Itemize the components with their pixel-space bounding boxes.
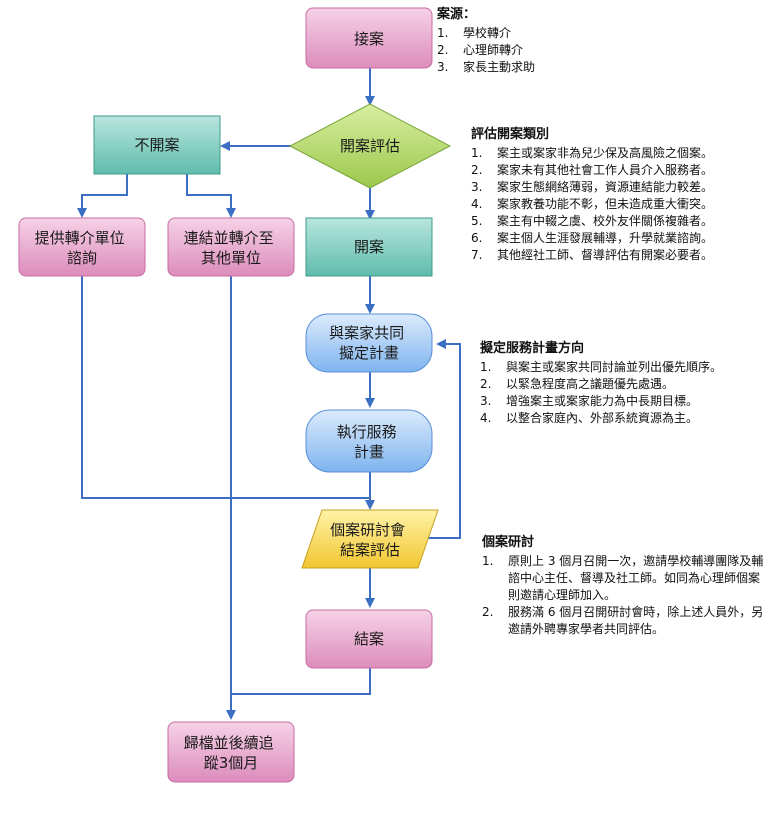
svg-text:提供轉介單位 諮詢: 提供轉介單位 諮詢 (35, 229, 130, 267)
list-item: 1.學校轉介 (437, 26, 512, 40)
list-item: 1.案主或案家非為兒少保及高風險之個案。 (471, 146, 714, 160)
node-review-label-2: 結案評估 (340, 541, 400, 559)
svg-text:接案: 接案 (354, 30, 384, 48)
svg-text:個案研討會 結案評估: 個案研討會 結案評估 (330, 521, 410, 559)
svg-text:開案: 開案 (354, 238, 384, 256)
node-intake-label: 接案 (354, 30, 384, 48)
list-item: 3.家長主動求助 (437, 60, 536, 74)
node-no-case: 不開案 (93, 115, 221, 175)
node-open-case: 開案 (305, 217, 433, 277)
node-archive: 歸檔並後續追 蹤3個月 (167, 721, 295, 783)
note-service-plan: 擬定服務計畫方向 1.與案主或案家共同討論並列出優先順序。 2.以緊急程度高之議… (480, 340, 772, 427)
node-assessment: 開案評估 (288, 103, 452, 189)
node-assessment-label: 開案評估 (340, 137, 400, 155)
list-item: 3.增強案主或案家能力為中長期目標。 (480, 394, 699, 408)
node-archive-label-2: 蹤3個月 (204, 754, 259, 772)
svg-text:歸檔並後續追 蹤3個月: 歸檔並後續追 蹤3個月 (184, 734, 279, 772)
node-execute-label-1: 執行服務 (337, 423, 397, 441)
note-assessment-criteria-title: 評估開案類別 (471, 127, 550, 142)
node-consult-label-2: 諮詢 (67, 249, 97, 267)
svg-text:與案家共同 擬定計畫: 與案家共同 擬定計畫 (329, 324, 409, 362)
node-execute-label-2: 計畫 (354, 443, 384, 461)
node-plan-label-1: 與案家共同 (329, 324, 404, 342)
list-item: 7.其他經社工師、督導評估有開案必要者。 (471, 248, 714, 262)
node-plan: 與案家共同 擬定計畫 (305, 313, 433, 373)
list-item: 2.服務滿 6 個月召開研討會時，除上述人員外，另邀請外聘專家學者共同評估。 (482, 605, 764, 636)
list-item: 5.案主有中輟之虞、校外友伴關係複雜者。 (471, 214, 714, 228)
connector-nocase-referral (186, 174, 236, 218)
list-item: 2.案家未有其他社會工作人員介入服務者。 (471, 163, 714, 177)
list-item: 1.原則上 3 個月召開一次，邀請學校輔導團隊及輔諮中心主任、督導及社工師。如同… (482, 554, 764, 602)
node-intake: 接案 (305, 7, 433, 69)
svg-text:結案: 結案 (354, 630, 384, 648)
list-item: 1.與案主或案家共同討論並列出優先順序。 (480, 360, 723, 374)
node-execute: 執行服務 計畫 (305, 409, 433, 473)
node-referral-label-2: 其他單位 (201, 249, 261, 267)
connectors (77, 68, 461, 720)
svg-text:不開案: 不開案 (134, 136, 179, 154)
connector-consult-merge (81, 276, 370, 499)
node-referral: 連結並轉介至 其他單位 (167, 217, 295, 277)
list-item: 2.以緊急程度高之議題優先處遇。 (480, 377, 675, 391)
connector-review-loop-plan (428, 339, 461, 539)
note-service-plan-title: 擬定服務計畫方向 (480, 341, 585, 356)
svg-text:連結並轉介至 其他單位: 連結並轉介至 其他單位 (184, 229, 279, 267)
node-close: 結案 (305, 609, 433, 669)
list-item: 3.案家生態網絡薄弱，資源連結能力較差。 (471, 180, 714, 194)
note-case-review-title: 個案研討 (482, 535, 535, 550)
list-item: 2.心理師轉介 (437, 43, 524, 57)
node-consult: 提供轉介單位 諮詢 (18, 217, 146, 277)
note-case-review: 個案研討 1.原則上 3 個月召開一次，邀請學校輔導團隊及輔諮中心主任、督導及社… (482, 534, 764, 638)
list-item: 4.以整合家庭內、外部系統資源為主。 (480, 411, 699, 425)
node-consult-label-1: 提供轉介單位 (35, 229, 125, 247)
node-review-label-1: 個案研討會 (330, 521, 405, 539)
node-archive-label-1: 歸檔並後續追 (184, 734, 274, 752)
node-review: 個案研討會 結案評估 (301, 509, 439, 569)
list-item: 6.案主個人生涯發展輔導，升學就業諮詢。 (471, 231, 714, 245)
node-no-case-label: 不開案 (134, 136, 179, 154)
note-assessment-criteria: 評估開案類別 1.案主或案家非為兒少保及高風險之個案。 2.案家未有其他社會工作… (471, 126, 771, 264)
node-open-case-label: 開案 (354, 238, 384, 256)
connector-close-archive (231, 668, 371, 695)
svg-text:執行服務 計畫: 執行服務 計畫 (337, 423, 402, 461)
list-item: 4.案家教養功能不彰，但未造成重大衝突。 (471, 197, 714, 211)
node-close-label: 結案 (354, 630, 384, 648)
connector-nocase-consult (77, 174, 128, 218)
note-case-source: 案源： 1.學校轉介 2.心理師轉介 3.家長主動求助 (437, 6, 637, 76)
svg-text:開案評估: 開案評估 (340, 137, 400, 155)
node-referral-label-1: 連結並轉介至 (184, 229, 274, 247)
node-plan-label-2: 擬定計畫 (339, 344, 399, 362)
note-case-source-title: 案源： (437, 7, 477, 22)
